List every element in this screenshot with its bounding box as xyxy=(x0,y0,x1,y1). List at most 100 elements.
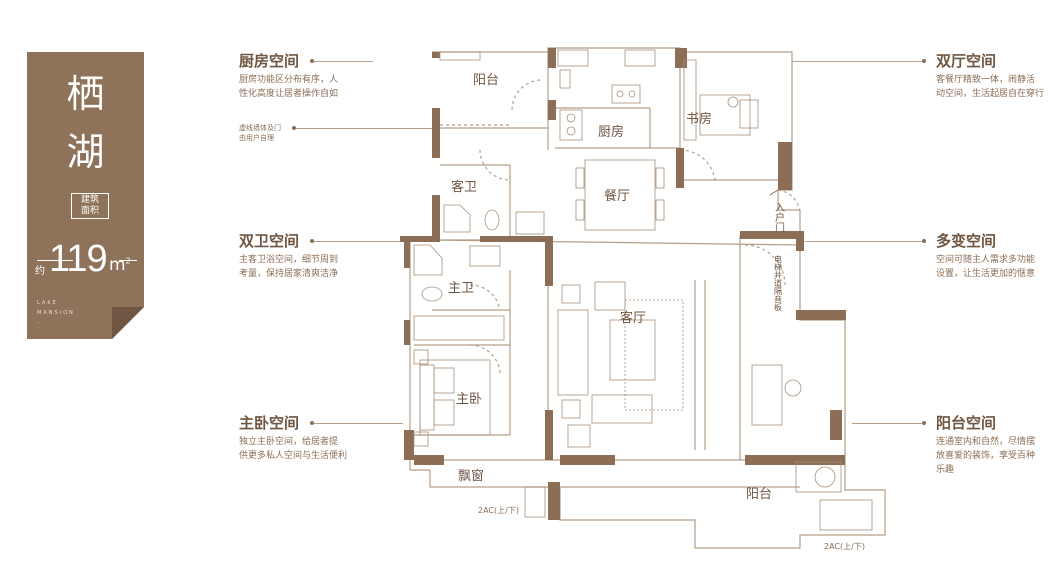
door-balcony-arc xyxy=(511,79,541,111)
sink xyxy=(611,84,641,104)
leader-line-master xyxy=(313,423,403,424)
leader-dot-balcony xyxy=(922,421,926,425)
side-table-bottom xyxy=(561,399,581,419)
callout-balcony-desc: 连通室内和自然，尽情摆放喜爱的装饰，享受百种乐趣 xyxy=(936,435,1035,477)
callout-kitchen-line2: 性化高度让居者操作自如 xyxy=(239,89,339,99)
coffee-table xyxy=(609,319,656,381)
area-unit-text: m xyxy=(109,255,126,275)
note-line2: 由用户自理 xyxy=(239,134,274,142)
label-balcony-bottom: 阳台 xyxy=(746,487,772,502)
english-name: LAKE MANSION - xyxy=(37,298,75,328)
shower-guest xyxy=(443,204,471,233)
toilet-guest xyxy=(484,209,500,231)
callout-dual-hall: 双厅空间 客餐厅精致一体，闹静活动空间，生活起居自在穿行 xyxy=(936,51,1044,101)
label-dining: 餐厅 xyxy=(604,188,630,204)
leader-line-note xyxy=(296,128,436,129)
sofa xyxy=(557,309,589,396)
leader-dot-flexible xyxy=(922,239,926,243)
door-masterbath-arc xyxy=(469,284,501,311)
toilet-master xyxy=(421,286,443,302)
callout-bathrooms-line1: 主客卫浴空间，细节周到 xyxy=(239,255,339,265)
project-name-char-1: 栖 xyxy=(66,72,105,116)
divider-right xyxy=(119,260,137,261)
note-dashed-walls: 虚线墙体及门 由用户自理 xyxy=(239,123,281,143)
area-unit: m2 xyxy=(109,255,131,275)
note-line1: 虚线墙体及门 xyxy=(239,124,281,132)
badge-fold-shadow xyxy=(112,307,144,339)
callout-balcony-line3: 乐趣 xyxy=(936,465,955,475)
project-name-char-2: 湖 xyxy=(66,130,105,174)
divider-left xyxy=(37,260,73,261)
label-guest-bath: 客卫 xyxy=(451,179,477,195)
label-bay-window: 飘窗 xyxy=(458,468,484,484)
door-flex-arc xyxy=(744,244,786,286)
english-line1: LAKE xyxy=(37,300,58,306)
area-tag: 建筑 面积 xyxy=(71,193,109,219)
callout-dual-hall-desc: 客餐厅精致一体，闹静活动空间，生活起居自在穿行 xyxy=(936,73,1044,101)
flex-desk xyxy=(751,364,783,426)
callout-kitchen-title: 厨房空间 xyxy=(239,52,300,70)
english-line2: MANSION xyxy=(37,310,75,316)
leader-dot-bathrooms xyxy=(310,239,314,243)
side-table-top xyxy=(561,284,581,304)
area-prefix: 约 xyxy=(35,266,45,277)
leader-dot-dual-hall xyxy=(922,59,926,63)
callout-flexible-line1: 空间可随主人需求多功能 xyxy=(936,255,1036,265)
label-ac-right: 2AC(上/下) xyxy=(824,542,865,551)
label-study: 书房 xyxy=(686,111,712,127)
callout-balcony: 阳台空间 连通室内和自然，尽情摆放喜爱的装饰，享受百种乐趣 xyxy=(936,413,1035,477)
leader-dot-kitchen xyxy=(310,59,314,63)
callout-dual-hall-line2: 动空间，生活起居自在穿行 xyxy=(936,89,1045,99)
dining-table xyxy=(584,159,656,231)
range-hood xyxy=(557,49,589,67)
callout-bathrooms-title: 双卫空间 xyxy=(239,232,300,250)
washer xyxy=(795,461,842,493)
stove xyxy=(559,109,583,141)
study-desk xyxy=(699,94,751,136)
leader-dot-note xyxy=(292,126,296,130)
lounge-chair xyxy=(567,424,591,448)
label-entrance: 入户门 xyxy=(773,202,785,233)
label-kitchen: 厨房 xyxy=(598,124,624,140)
leader-line-kitchen xyxy=(313,61,373,62)
label-balcony-top: 阳台 xyxy=(473,73,499,88)
area-tag-line1: 建筑 xyxy=(80,195,99,205)
label-elevator-note: 电梯井道隔音板 xyxy=(774,254,783,312)
callout-kitchen: 厨房空间 厨房功能区分布有序，人性化高度让居者操作自如 xyxy=(239,51,338,101)
leader-line-bathrooms xyxy=(313,241,403,242)
callout-dual-hall-title: 双厅空间 xyxy=(936,52,997,70)
area-unit-sup: 2 xyxy=(125,256,131,266)
ac-left xyxy=(524,486,546,518)
label-master-bath: 主卫 xyxy=(448,281,474,296)
shower-master xyxy=(413,244,443,276)
door-master-arc xyxy=(469,344,501,376)
leader-line-flexible xyxy=(805,241,922,242)
door-study-arc xyxy=(679,149,716,181)
callout-kitchen-line1: 厨房功能区分布有序，人 xyxy=(239,75,339,85)
window-unit xyxy=(624,49,656,67)
callout-bathrooms-line2: 考量，保持居家清爽洁净 xyxy=(239,269,339,279)
leader-dot-master xyxy=(310,421,314,425)
leader-line-dual-hall xyxy=(792,61,922,62)
label-master-bed: 主卧 xyxy=(456,392,482,407)
armchair-bottom xyxy=(591,394,653,424)
callout-flexible-desc: 空间可随主人需求多功能设置，让生活更加的惬意 xyxy=(936,253,1035,281)
callout-balcony-line2: 放喜爱的装饰，享受百种 xyxy=(936,451,1036,461)
door-guestbath-arc xyxy=(479,149,511,181)
callout-dual-hall-line1: 客餐厅精致一体，闹静活 xyxy=(936,75,1036,85)
callout-kitchen-desc: 厨房功能区分布有序，人性化高度让居者操作自如 xyxy=(239,73,338,101)
label-ac-left: 2AC(上/下) xyxy=(478,506,519,515)
callout-bathrooms-desc: 主客卫浴空间，细节周到考量，保持居家清爽洁净 xyxy=(239,253,338,281)
ac-right xyxy=(819,499,873,531)
door-entrance-arc xyxy=(777,189,801,213)
rug xyxy=(624,299,684,411)
callout-flexible-title: 多变空间 xyxy=(936,232,997,250)
wardrobe xyxy=(413,315,505,341)
area-value: 119 xyxy=(49,238,108,280)
callout-master-title: 主卧空间 xyxy=(239,414,300,432)
callout-balcony-title: 阳台空间 xyxy=(936,414,997,432)
vanity-guest xyxy=(515,211,545,235)
leader-line-balcony xyxy=(852,423,922,424)
vanity-master xyxy=(469,245,501,267)
